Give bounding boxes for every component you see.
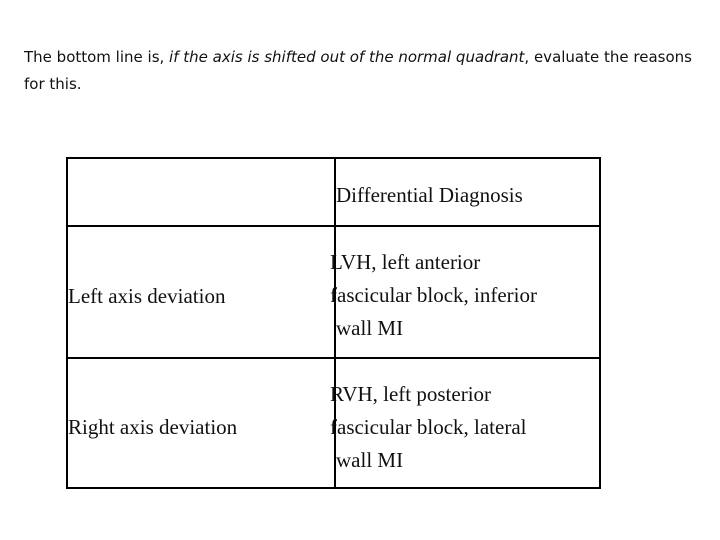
- row-divider: [68, 357, 599, 359]
- row-diagnosis-right-axis: RVH, left posterior fascicular block, la…: [330, 378, 526, 477]
- row-label-left-axis: Left axis deviation: [68, 284, 226, 308]
- axis-deviation-table: Differential Diagnosis Left axis deviati…: [66, 157, 601, 489]
- diagnosis-line: fascicular block, inferior: [330, 283, 537, 307]
- column-divider: [334, 159, 336, 487]
- diagnosis-line: wall MI: [336, 316, 404, 340]
- intro-text-end: , evaluate the reasons for this.: [24, 48, 692, 93]
- diagnosis-line: LVH, left anterior: [330, 250, 481, 274]
- intro-text-start: The bottom line is,: [24, 48, 170, 66]
- row-diagnosis-left-axis: LVH, left anterior fascicular block, inf…: [330, 246, 537, 345]
- intro-emphasis: if the axis is shifted out of the normal…: [169, 48, 525, 66]
- diagnosis-line: RVH, left posterior: [330, 382, 492, 406]
- diagnosis-line: fascicular block, lateral: [330, 415, 527, 439]
- header-differential-diagnosis: Differential Diagnosis: [336, 183, 523, 207]
- row-label-right-axis: Right axis deviation: [68, 415, 238, 439]
- intro-paragraph: The bottom line is, if the axis is shift…: [24, 44, 704, 98]
- diagnosis-line: wall MI: [336, 448, 404, 472]
- row-divider: [68, 225, 599, 227]
